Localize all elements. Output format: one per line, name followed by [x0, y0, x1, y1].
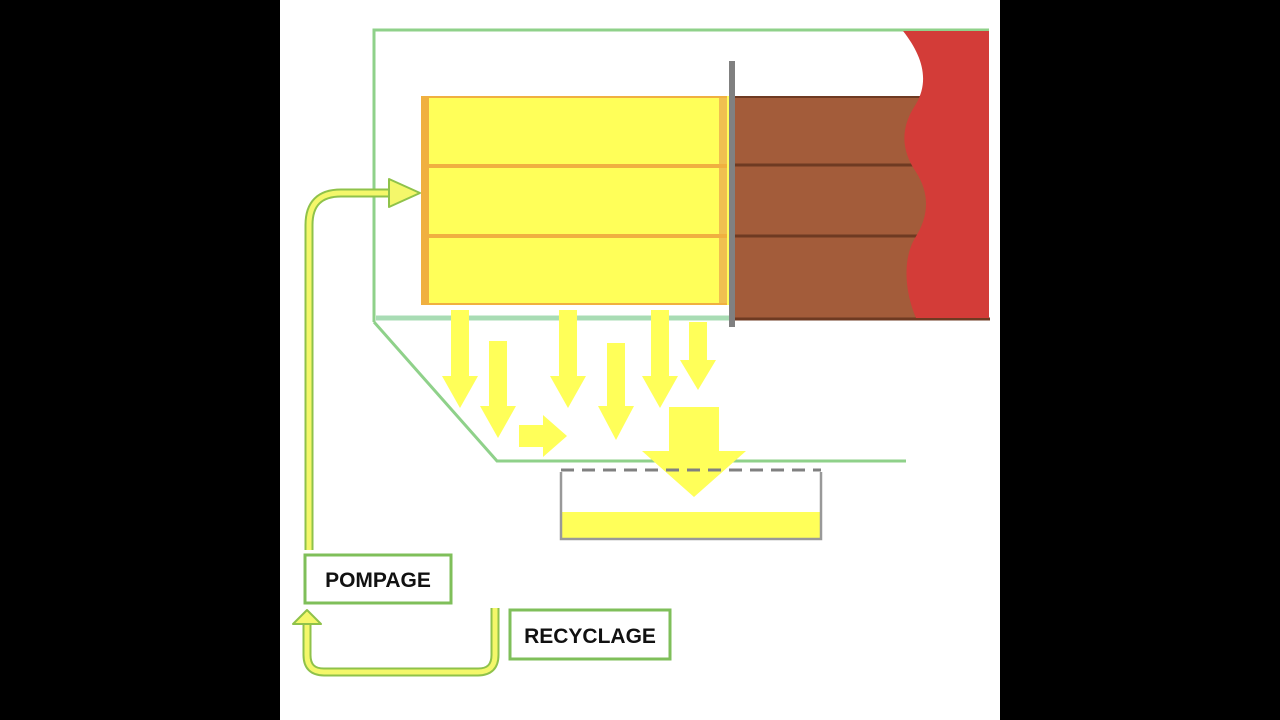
vessel-outline [372, 28, 989, 463]
drip-arrow-down-3 [550, 310, 586, 408]
recycling-box: RECYCLAGE [508, 608, 672, 661]
pumping-arrow [304, 178, 421, 550]
recycling-arrow [292, 608, 500, 677]
collected-liquid [562, 512, 820, 538]
divider-bar [729, 61, 735, 327]
drip-arrow-big-down [642, 407, 746, 497]
impregnated-block [421, 96, 729, 305]
drip-arrow-right [519, 415, 567, 457]
wood-block [734, 96, 990, 321]
drip-arrow-down-2 [480, 341, 516, 438]
recycling-label: RECYCLAGE [524, 625, 656, 648]
pumping-label: POMPAGE [325, 569, 431, 592]
drip-arrow-down-5 [642, 310, 678, 408]
collecting-tray [559, 468, 823, 541]
drip-arrow-down-6 [680, 322, 716, 390]
drip-arrow-down-1 [442, 310, 478, 408]
pumping-box: POMPAGE [303, 553, 453, 605]
drip-arrows [442, 310, 746, 497]
drip-arrow-down-4 [598, 343, 634, 440]
red-end-section [903, 31, 989, 318]
